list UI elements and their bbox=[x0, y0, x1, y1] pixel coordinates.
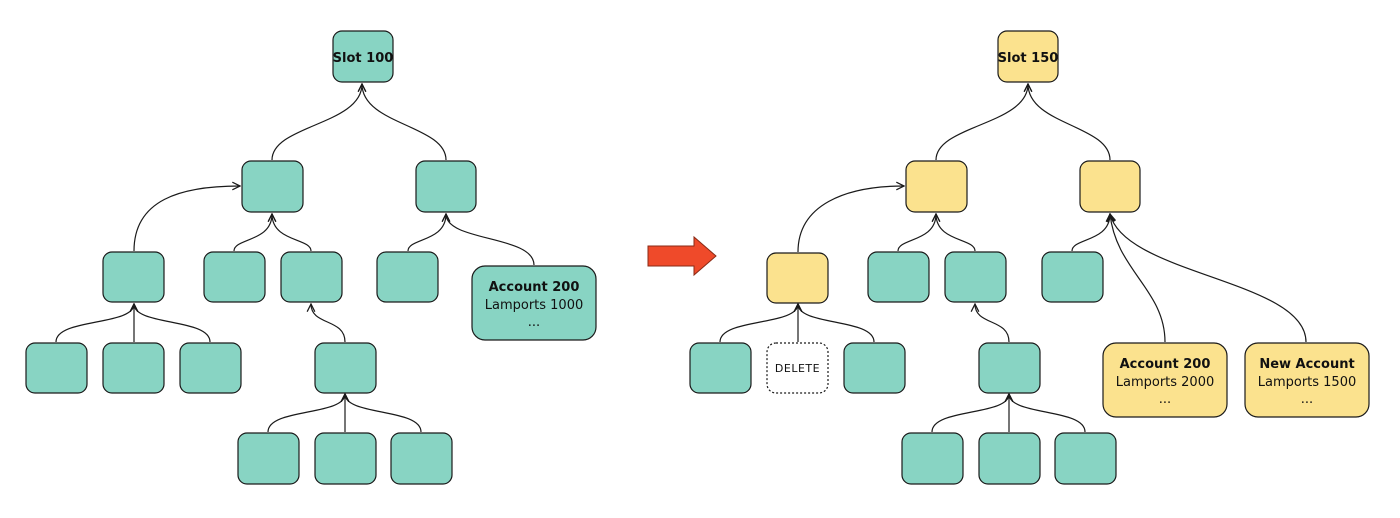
tree-node bbox=[766, 252, 829, 304]
tree-node bbox=[280, 251, 343, 303]
account-node-after: Account 200 Lamports 2000 ... bbox=[1102, 342, 1228, 418]
tree-node bbox=[241, 160, 304, 213]
tree-after: Slot 150 DELETE Account 200 Lamports 200… bbox=[689, 30, 1370, 485]
tree-before: Slot 100 Account 200 Lamports 1000 ... bbox=[25, 30, 597, 485]
tree-node bbox=[102, 342, 165, 394]
new-account-title: New Account bbox=[1259, 357, 1354, 372]
transition-arrow-icon bbox=[647, 235, 717, 277]
new-account-lamports: Lamports 1500 bbox=[1258, 375, 1357, 390]
account-lamports-after: Lamports 2000 bbox=[1116, 375, 1215, 390]
tree-node bbox=[978, 432, 1041, 485]
account-title-after: Account 200 bbox=[1120, 357, 1211, 372]
deleted-node: DELETE bbox=[766, 342, 829, 394]
tree-node bbox=[415, 160, 477, 213]
account-title-before: Account 200 bbox=[489, 280, 580, 295]
account-more-before: ... bbox=[528, 315, 540, 330]
new-account-node: New Account Lamports 1500 ... bbox=[1244, 342, 1370, 418]
root-node-after: Slot 150 bbox=[997, 30, 1059, 83]
tree-node bbox=[102, 251, 165, 303]
tree-node bbox=[376, 251, 439, 303]
root-node-before: Slot 100 bbox=[332, 30, 394, 83]
tree-node bbox=[901, 432, 964, 485]
tree-node bbox=[843, 342, 906, 394]
account-lamports-before: Lamports 1000 bbox=[485, 298, 584, 313]
tree-node bbox=[944, 251, 1007, 303]
root-label-after: Slot 150 bbox=[998, 51, 1059, 66]
tree-node bbox=[1041, 251, 1104, 303]
tree-node bbox=[905, 160, 968, 213]
tree-node bbox=[314, 342, 377, 394]
tree-node bbox=[978, 342, 1041, 394]
tree-node bbox=[179, 342, 242, 394]
deleted-label: DELETE bbox=[775, 362, 820, 375]
tree-node bbox=[1054, 432, 1117, 485]
tree-node bbox=[390, 432, 453, 485]
account-more-after: ... bbox=[1159, 392, 1171, 407]
tree-node bbox=[25, 342, 88, 394]
new-account-more: ... bbox=[1301, 392, 1313, 407]
tree-node bbox=[689, 342, 752, 394]
edges-before bbox=[55, 84, 535, 433]
tree-node bbox=[203, 251, 266, 303]
tree-node bbox=[314, 432, 377, 485]
account-node-before: Account 200 Lamports 1000 ... bbox=[471, 265, 597, 341]
tree-node bbox=[867, 251, 930, 303]
tree-node bbox=[237, 432, 300, 485]
tree-node bbox=[1079, 160, 1141, 213]
edges-after bbox=[719, 84, 1307, 433]
root-label-before: Slot 100 bbox=[333, 51, 394, 66]
